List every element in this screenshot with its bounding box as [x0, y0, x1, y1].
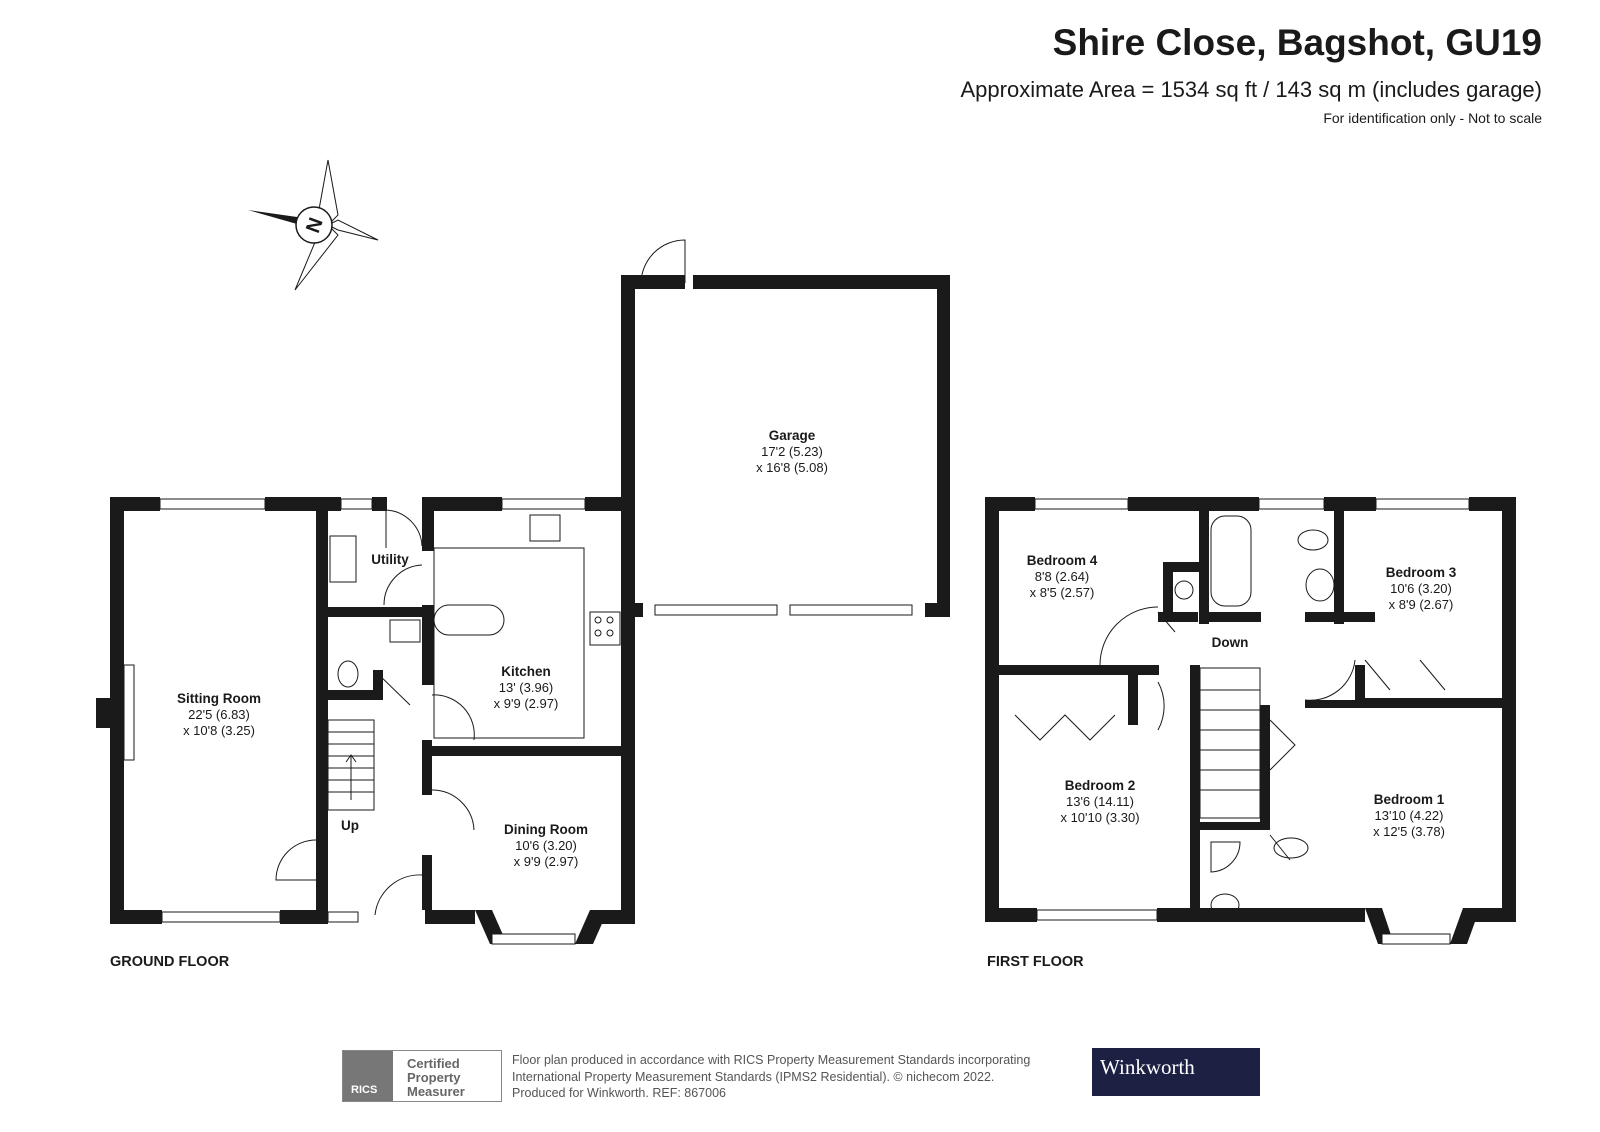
room-kitchen: Kitchen 13' (3.96) x 9'9 (2.97)	[494, 664, 559, 711]
room-dimension: 8'8 (2.64)	[1035, 569, 1090, 584]
room-name: Bedroom 2	[1065, 778, 1136, 793]
rics-logo-text: RICS	[351, 1084, 378, 1096]
room-dimension: x 9'9 (2.97)	[494, 696, 559, 711]
room-dimension: x 12'5 (3.78)	[1373, 824, 1445, 839]
room-dining: Dining Room 10'6 (3.20) x 9'9 (2.97)	[504, 822, 588, 869]
compass-icon: N	[248, 159, 379, 291]
approximate-area: Approximate Area = 1534 sq ft / 143 sq m…	[960, 77, 1543, 102]
room-name: Garage	[769, 428, 816, 443]
room-dimension: 22'5 (6.83)	[188, 707, 250, 722]
identification-note: For identification only - Not to scale	[1323, 110, 1542, 126]
footer-line: International Property Measurement Stand…	[512, 1069, 995, 1084]
footer-line: Floor plan produced in accordance with R…	[512, 1053, 1031, 1067]
room-name: Bedroom 1	[1374, 792, 1445, 807]
room-dimension: x 10'8 (3.25)	[183, 723, 255, 738]
room-dimension: x 8'9 (2.67)	[1389, 597, 1454, 612]
room-dimension: x 9'9 (2.97)	[514, 854, 579, 869]
rics-logo: RICS	[343, 1051, 393, 1101]
room-dimension: 13'10 (4.22)	[1375, 808, 1444, 823]
room-sitting: Sitting Room 22'5 (6.83) x 10'8 (3.25)	[177, 691, 261, 738]
room-dimension: 10'6 (3.20)	[1390, 581, 1452, 596]
room-bedroom-1: Bedroom 1 13'10 (4.22) x 12'5 (3.78)	[1373, 792, 1445, 839]
first-floor-openings	[1014, 498, 1470, 945]
room-dimension: 13'6 (14.11)	[1066, 794, 1134, 809]
room-dimension: x 16'8 (5.08)	[756, 460, 828, 475]
ground-floor-label: GROUND FLOOR	[110, 954, 230, 970]
ground-floor-walls	[96, 275, 950, 944]
room-dimension: x 8'5 (2.57)	[1030, 585, 1095, 600]
first-floor-label: FIRST FLOOR	[987, 954, 1084, 970]
room-name: Sitting Room	[177, 691, 261, 706]
footer-disclaimer: Floor plan produced in accordance with R…	[512, 1052, 1030, 1102]
room-utility: Utility	[371, 552, 409, 567]
first-floor-walls	[985, 497, 1516, 944]
ground-floor-openings	[123, 239, 913, 945]
stairs-down-label: Down	[1212, 635, 1249, 650]
room-bedroom-4: Bedroom 4 8'8 (2.64) x 8'5 (2.57)	[1027, 553, 1098, 600]
room-dimension: x 10'10 (3.30)	[1060, 810, 1139, 825]
rics-badge-text: Certified Property Measurer	[407, 1056, 465, 1099]
plan-title: Shire Close, Bagshot, GU19	[1052, 22, 1542, 63]
compass-label: N	[302, 215, 328, 236]
room-dimension: 13' (3.96)	[499, 680, 554, 695]
room-name: Dining Room	[504, 822, 588, 837]
room-dimension: 17'2 (5.23)	[761, 444, 823, 459]
rics-badge: RICS Certified Property Measurer	[342, 1050, 502, 1102]
room-name: Bedroom 4	[1027, 553, 1098, 568]
room-bedroom-3: Bedroom 3 10'6 (3.20) x 8'9 (2.67)	[1386, 565, 1457, 612]
room-name: Bedroom 3	[1386, 565, 1457, 580]
footer-line: Produced for Winkworth. REF: 867006	[512, 1086, 726, 1100]
room-name: Kitchen	[501, 664, 551, 679]
room-garage: Garage 17'2 (5.23) x 16'8 (5.08)	[756, 428, 828, 475]
agent-logo: Winkworth	[1092, 1048, 1260, 1096]
stairs-up-label: Up	[341, 818, 359, 833]
room-bedroom-2: Bedroom 2 13'6 (14.11) x 10'10 (3.30)	[1060, 778, 1139, 825]
room-dimension: 10'6 (3.20)	[515, 838, 577, 853]
